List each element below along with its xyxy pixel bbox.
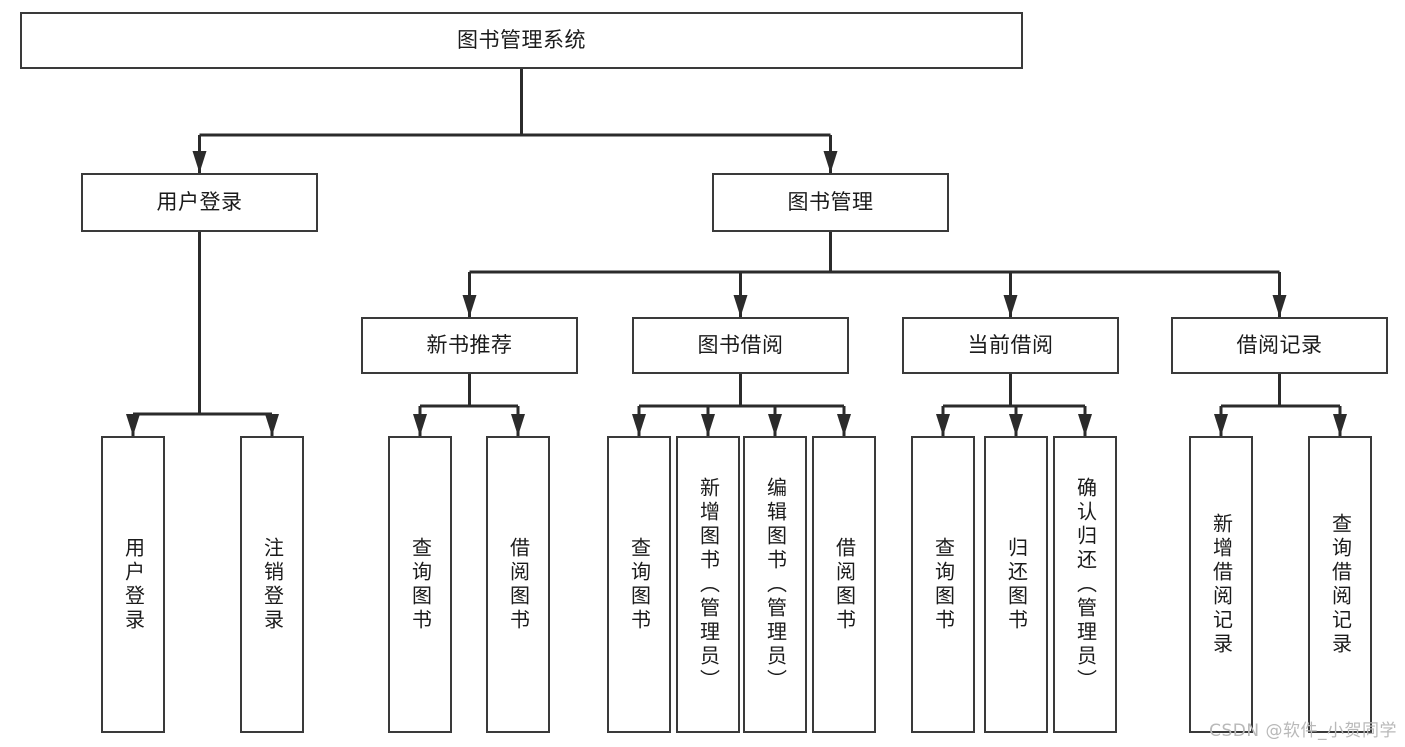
node-leaf-confirm-return[interactable]: 确认归还（管理员） (1053, 436, 1117, 733)
arrow-icon-leaf-borrow-book-1 (511, 414, 525, 436)
node-label-root: 图书管理系统 (457, 27, 586, 52)
arrow-icon-leaf-query-book-3 (936, 414, 950, 436)
node-leaf-return-book[interactable]: 归还图书 (984, 436, 1048, 733)
node-leaf-user-logout[interactable]: 注销登录 (240, 436, 304, 733)
arrow-icon-current-borrow (1003, 295, 1018, 317)
node-book-manage[interactable]: 图书管理 (712, 173, 949, 232)
node-label-borrow-record: 借阅记录 (1236, 332, 1323, 357)
node-root[interactable]: 图书管理系统 (20, 12, 1023, 69)
node-leaf-user-login[interactable]: 用户登录 (101, 436, 165, 733)
node-borrow-record[interactable]: 借阅记录 (1171, 317, 1388, 374)
node-new-book-rec[interactable]: 新书推荐 (361, 317, 578, 374)
arrow-icon-borrow-record (1272, 295, 1287, 317)
arrow-icon-leaf-add-book (701, 414, 715, 436)
arrow-icon-user-login (192, 151, 207, 173)
node-leaf-query-book-1[interactable]: 查询图书 (388, 436, 452, 733)
arrow-icon-book-manage (823, 151, 838, 173)
arrow-icon-leaf-query-book-2 (632, 414, 646, 436)
node-label-leaf-user-login: 用户登录 (121, 536, 146, 633)
arrow-icon-leaf-user-login (126, 414, 140, 436)
node-label-leaf-add-record: 新增借阅记录 (1209, 512, 1234, 657)
arrow-icon-leaf-edit-book (768, 414, 782, 436)
arrow-icon-leaf-borrow-book-2 (837, 414, 851, 436)
node-leaf-query-book-2[interactable]: 查询图书 (607, 436, 671, 733)
node-label-leaf-query-book-1: 查询图书 (408, 536, 433, 633)
arrow-icon-leaf-add-record (1214, 414, 1228, 436)
arrow-icon-book-borrow (733, 295, 748, 317)
node-label-leaf-borrow-book-2: 借阅图书 (832, 536, 857, 633)
node-leaf-edit-book[interactable]: 编辑图书（管理员） (743, 436, 807, 733)
node-label-leaf-query-record: 查询借阅记录 (1328, 512, 1353, 657)
node-label-new-book-rec: 新书推荐 (426, 332, 513, 357)
node-label-book-borrow: 图书借阅 (697, 332, 784, 357)
node-label-leaf-user-logout: 注销登录 (260, 536, 285, 633)
node-label-leaf-add-book: 新增图书（管理员） (696, 476, 721, 693)
node-label-book-manage: 图书管理 (787, 189, 874, 214)
node-leaf-query-book-3[interactable]: 查询图书 (911, 436, 975, 733)
arrow-icon-leaf-query-book-1 (413, 414, 427, 436)
arrow-icon-leaf-query-record (1333, 414, 1347, 436)
node-leaf-query-record[interactable]: 查询借阅记录 (1308, 436, 1372, 733)
arrow-icon-leaf-user-logout (265, 414, 279, 436)
node-label-user-login: 用户登录 (156, 189, 243, 214)
node-label-leaf-query-book-3: 查询图书 (931, 536, 956, 633)
node-leaf-add-book[interactable]: 新增图书（管理员） (676, 436, 740, 733)
arrow-icon-new-book-rec (462, 295, 477, 317)
node-label-leaf-confirm-return: 确认归还（管理员） (1073, 476, 1098, 693)
node-leaf-add-record[interactable]: 新增借阅记录 (1189, 436, 1253, 733)
node-label-leaf-return-book: 归还图书 (1004, 536, 1029, 633)
arrow-icon-leaf-return-book (1009, 414, 1023, 436)
arrow-icon-leaf-confirm-return (1078, 414, 1092, 436)
node-leaf-borrow-book-2[interactable]: 借阅图书 (812, 436, 876, 733)
node-label-leaf-query-book-2: 查询图书 (627, 536, 652, 633)
node-user-login[interactable]: 用户登录 (81, 173, 318, 232)
watermark-text: CSDN @软件_小贺同学 (1209, 721, 1397, 741)
node-label-leaf-borrow-book-1: 借阅图书 (506, 536, 531, 633)
node-current-borrow[interactable]: 当前借阅 (902, 317, 1119, 374)
node-book-borrow[interactable]: 图书借阅 (632, 317, 849, 374)
node-label-leaf-edit-book: 编辑图书（管理员） (763, 476, 788, 693)
node-label-current-borrow: 当前借阅 (967, 332, 1054, 357)
node-leaf-borrow-book-1[interactable]: 借阅图书 (486, 436, 550, 733)
